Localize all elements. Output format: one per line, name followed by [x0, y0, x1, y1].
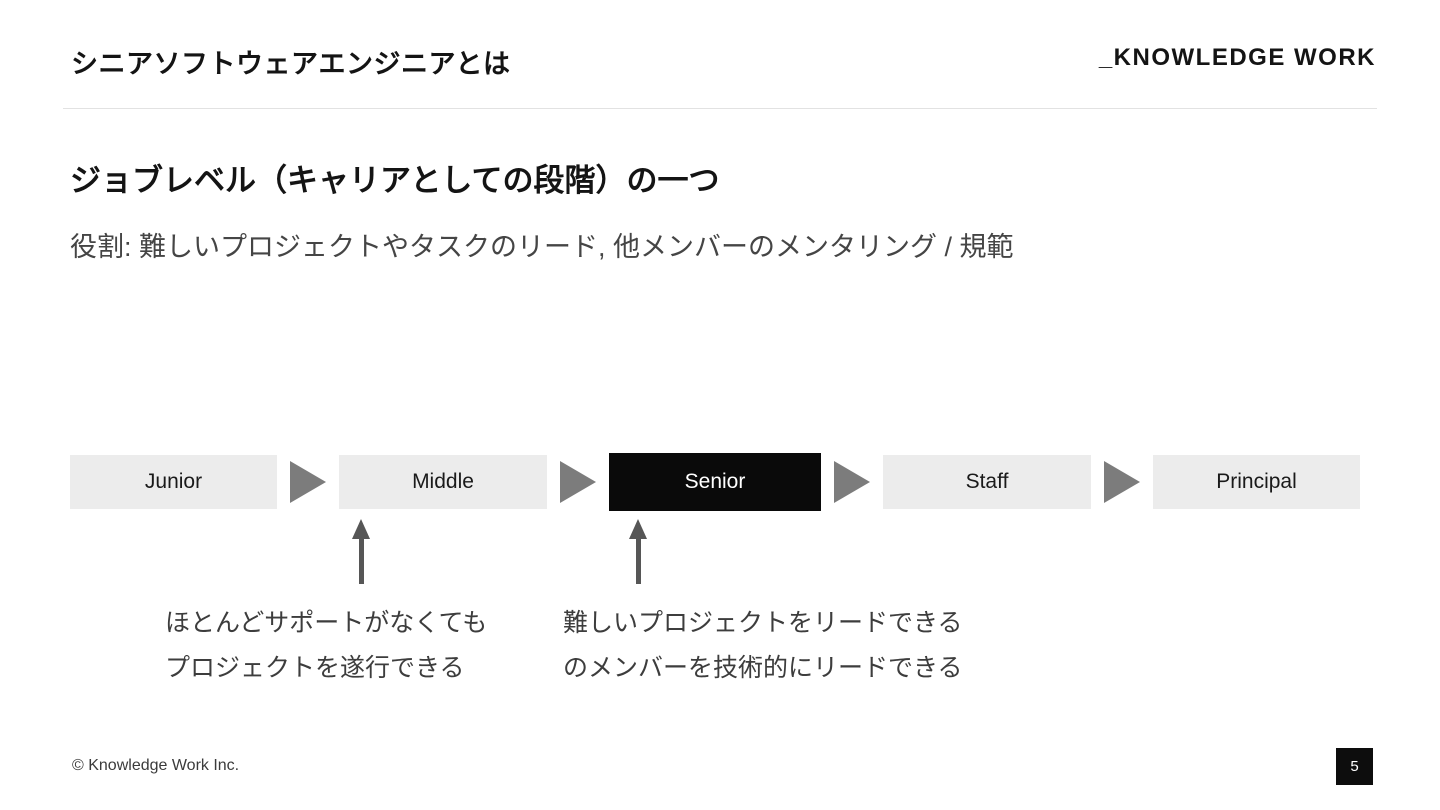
- slide-title: シニアソフトウェアエンジニアとは: [71, 49, 511, 79]
- main-heading: ジョブレベル（キャリアとしての段階）の一つ: [70, 163, 720, 198]
- annotation-line: のメンバーを技術的にリードできる: [563, 654, 963, 682]
- up-arrow-stem: [358, 538, 364, 584]
- right-arrow-icon: [834, 461, 870, 503]
- level-box-principal: Principal: [1153, 455, 1360, 509]
- level-box-staff: Staff: [883, 455, 1091, 509]
- career-level-diagram: Junior Middle Senior Staff Principal: [70, 453, 1360, 511]
- right-arrow-icon: [290, 461, 326, 503]
- right-arrow-icon: [560, 461, 596, 503]
- up-arrow-head: [629, 519, 647, 539]
- annotation-line: 難しいプロジェクトをリードできる: [563, 609, 963, 637]
- annotation-middle: ほとんどサポートがなくても プロジェクトを遂行できる: [165, 601, 487, 691]
- up-arrow-icon: [352, 519, 370, 584]
- knowledge-work-logo: _KNOWLEDGE WORK: [1098, 44, 1376, 71]
- right-arrow-icon: [1104, 461, 1140, 503]
- up-arrow-icon: [629, 519, 647, 584]
- page-number-badge: 5: [1336, 748, 1373, 785]
- level-box-junior: Junior: [70, 455, 277, 509]
- annotation-line: プロジェクトを遂行できる: [165, 654, 465, 682]
- role-description: 役割: 難しいプロジェクトやタスクのリード, 他メンバーのメンタリング / 規範: [70, 232, 1014, 262]
- up-arrow-head: [352, 519, 370, 539]
- level-box-senior: Senior: [609, 453, 821, 511]
- up-arrow-stem: [635, 538, 641, 584]
- copyright-notice: © Knowledge Work Inc.: [72, 757, 240, 774]
- level-box-middle: Middle: [339, 455, 547, 509]
- annotation-senior: 難しいプロジェクトをリードできる のメンバーを技術的にリードできる: [563, 601, 963, 691]
- annotation-line: ほとんどサポートがなくても: [165, 609, 488, 637]
- header-divider: [63, 108, 1377, 109]
